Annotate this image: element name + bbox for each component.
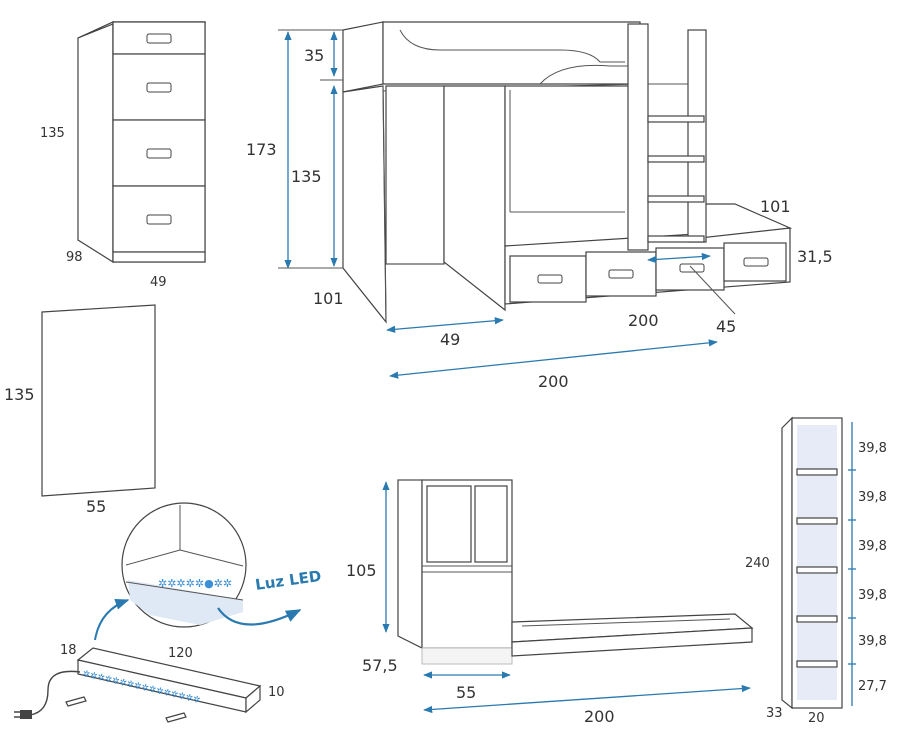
bookcase-shelf-6: 27,7 (858, 679, 887, 694)
tall-bookcase: 39,8 39,8 39,8 39,8 39,8 27,7 240 33 20 (745, 416, 887, 726)
drawer-handle-icon (146, 148, 172, 159)
bookcase-width: 20 (808, 711, 825, 726)
drawer-handle-icon (146, 82, 172, 93)
loft-bed: 173 35 135 101 49 200 200 101 31,5 45 (246, 21, 833, 391)
drawer-handle-icon (743, 257, 769, 267)
drawer-unit-height: 135 (40, 126, 65, 141)
led-label: Luz LED (254, 567, 322, 594)
bookcase-shelf-4: 39,8 (858, 588, 887, 603)
screw-icon (165, 712, 187, 723)
drawer-unit: 135 98 49 (40, 21, 206, 290)
drawer-handle-icon (608, 269, 634, 279)
desk-unit-width: 55 (456, 683, 476, 702)
loft-desk-width: 49 (440, 330, 460, 349)
drawer-unit-width: 49 (150, 275, 167, 290)
loft-top-height: 35 (304, 46, 324, 65)
plug-icon (14, 710, 32, 719)
led-shelf: ✲✲✲✲✲●✲✲ Luz LED ✲✲✲✲✲✲✲✲✲✲✲✲✲✲✲✲ 18 120… (14, 502, 322, 723)
bookcase-shelf-1: 39,8 (858, 441, 887, 456)
loft-step-depth: 101 (760, 197, 791, 216)
loft-drawer-length: 200 (628, 311, 659, 330)
loft-length: 200 (538, 372, 569, 391)
led-shelf-length: 120 (168, 646, 193, 661)
loft-side-depth: 101 (313, 289, 344, 308)
led-shelf-height: 10 (268, 685, 285, 700)
drawer-handle-icon (146, 33, 172, 44)
bookcase-shelf-5: 39,8 (858, 634, 887, 649)
bookcase-depth: 33 (766, 706, 783, 721)
wall-panel: 135 55 (4, 304, 156, 516)
panel-height: 135 (4, 385, 35, 404)
drawer-handle-icon (146, 214, 172, 225)
bookcase-shelf-2: 39,8 (858, 490, 887, 505)
loft-ladder-width: 45 (716, 317, 736, 336)
desk-shelf-unit: 105 57,5 55 200 (346, 479, 754, 726)
drawer-handle-icon (537, 274, 563, 284)
panel-width: 55 (86, 497, 106, 516)
desk-unit-depth: 57,5 (362, 656, 398, 675)
led-shelf-depth: 18 (60, 643, 77, 658)
bookcase-height: 240 (745, 556, 770, 571)
drawer-unit-depth: 98 (66, 250, 83, 265)
loft-step-height: 31,5 (797, 247, 833, 266)
desk-unit-height: 105 (346, 561, 377, 580)
loft-lower-height: 135 (291, 167, 322, 186)
loft-total-height: 173 (246, 140, 277, 159)
led-star-icon: ✲✲✲✲✲●✲✲ (158, 577, 232, 590)
arrow-icon (94, 598, 130, 641)
screw-icon (65, 696, 87, 707)
desk-unit-length: 200 (584, 707, 615, 726)
arrow-icon (217, 607, 302, 626)
bookcase-shelf-3: 39,8 (858, 539, 887, 554)
